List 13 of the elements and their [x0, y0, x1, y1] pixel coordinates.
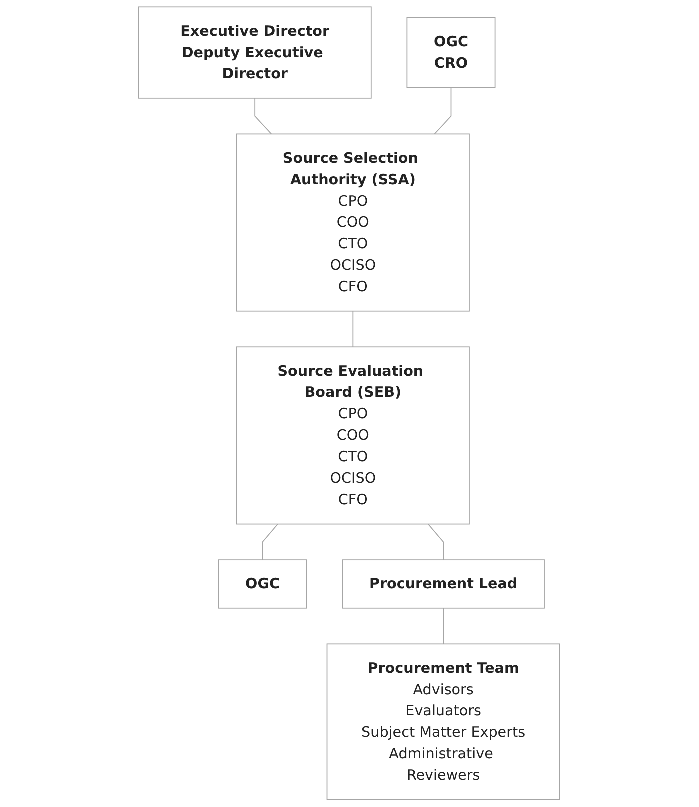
connector	[434, 87, 452, 135]
connector	[262, 524, 279, 561]
node-box: OGC	[218, 560, 308, 609]
connector	[254, 98, 272, 135]
node-box: OGC CRO	[406, 17, 496, 88]
connector	[352, 310, 354, 348]
node-box: Executive Director Deputy Executive Director	[138, 6, 372, 99]
connector	[428, 524, 444, 561]
node-box: Source Evaluation Board (SEB) CPO COO CTO OCISO CFO	[236, 346, 470, 525]
node-box: Procurement Team Advisors Evaluators Subject Matter Experts Administrative Reviewers	[326, 644, 560, 800]
connector	[443, 608, 444, 645]
node-box: Procurement Lead	[342, 560, 546, 609]
node-box: Source Selection Authority (SSA) CPO COO CTO OCISO CFO	[236, 134, 470, 312]
